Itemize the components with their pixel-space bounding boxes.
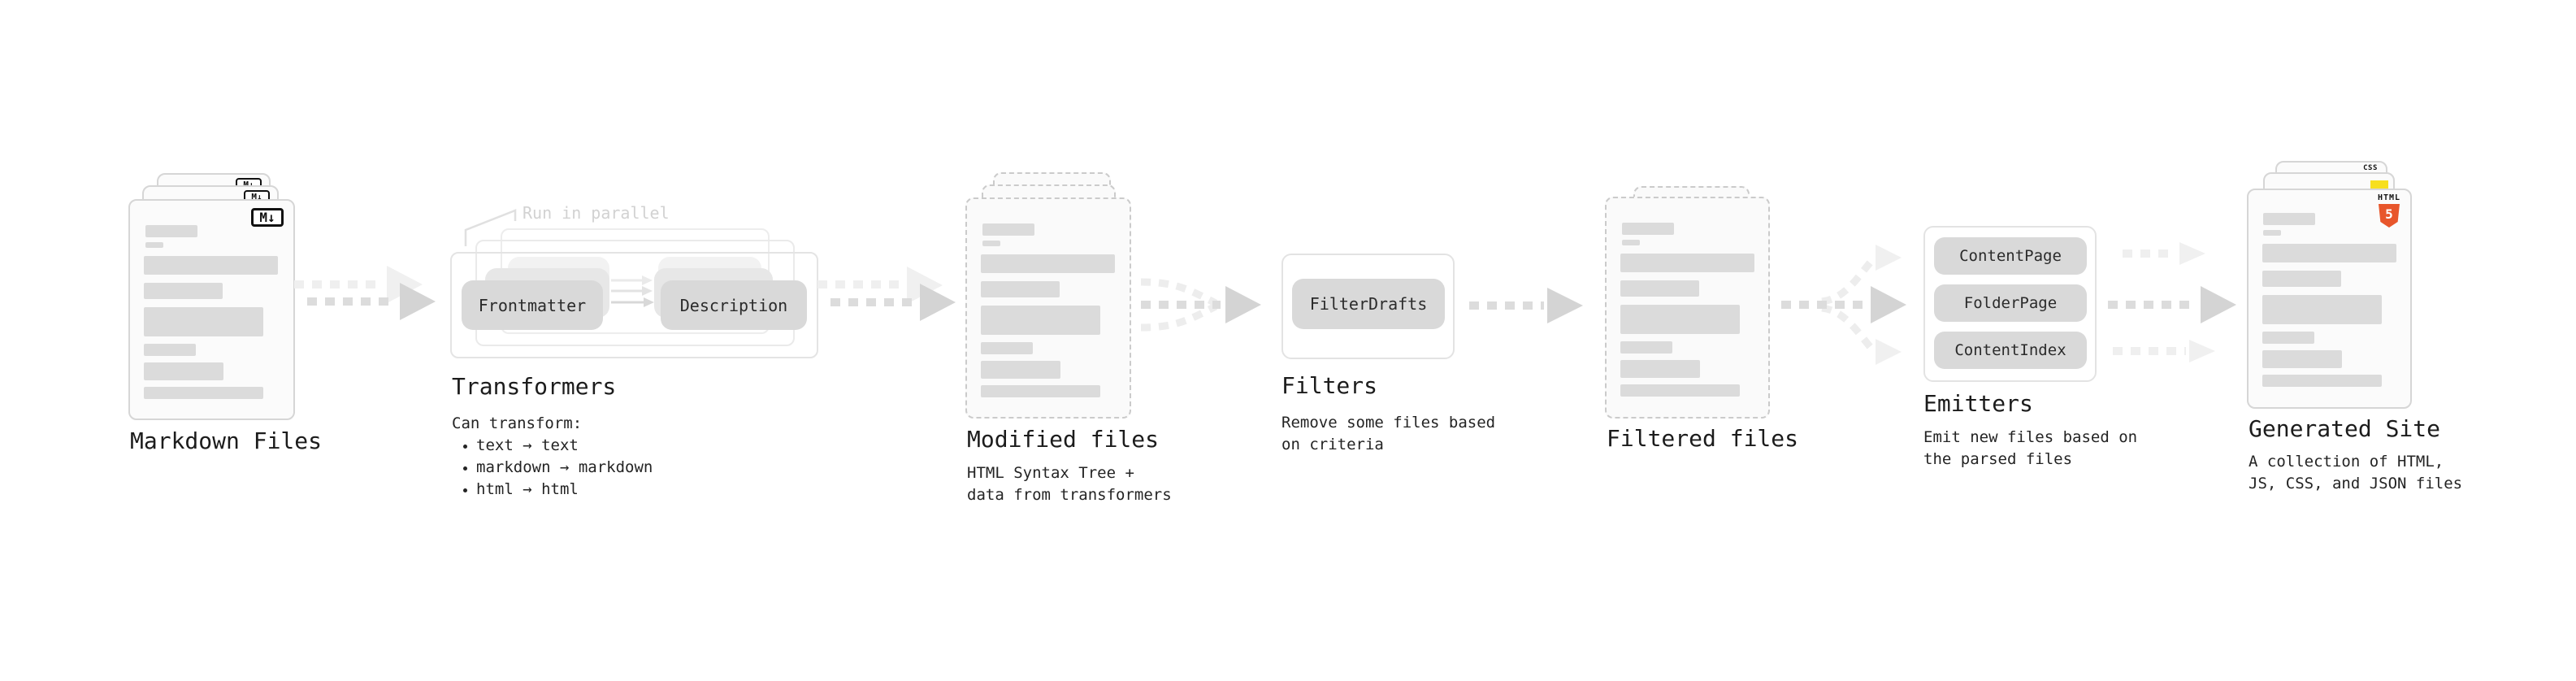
stage-title-modified-files: Modified files	[967, 426, 1160, 453]
arrow-emitters-to-generated	[2108, 242, 2236, 362]
placeholder-text-bar	[1622, 223, 1674, 235]
markdown-icon: M↓	[251, 208, 284, 227]
placeholder-text-bar	[981, 385, 1100, 397]
stage-title-filters: Filters	[1281, 372, 1378, 399]
placeholder-text-bar	[2262, 271, 2341, 287]
placeholder-text-bar	[1622, 240, 1640, 245]
placeholder-text-bar	[144, 362, 223, 380]
placeholder-text-bar	[145, 242, 163, 248]
placeholder-text-bar	[145, 225, 197, 237]
placeholder-text-bar	[2262, 350, 2342, 368]
placeholder-text-bar	[981, 342, 1033, 354]
arrow-markdown-to-transformers	[294, 266, 436, 320]
placeholder-text-bar	[981, 306, 1100, 335]
placeholder-text-bar	[981, 254, 1115, 273]
modified-file-card-front	[965, 197, 1131, 419]
placeholder-text-bar	[982, 223, 1034, 236]
stage-title-filtered-files: Filtered files	[1607, 425, 1799, 452]
placeholder-text-bar	[2263, 213, 2315, 225]
placeholder-text-bar	[144, 256, 278, 275]
arrow-filters-to-filtered	[1469, 288, 1583, 323]
stage-title-emitters: Emitters	[1923, 390, 2033, 417]
filter-pill-filterdrafts: FilterDrafts	[1292, 279, 1445, 329]
placeholder-text-bar	[2262, 295, 2382, 324]
placeholder-text-bar	[1620, 305, 1740, 334]
transformer-frame-front	[450, 252, 818, 358]
placeholder-text-bar	[144, 307, 263, 336]
transformer-pill-description: Description	[661, 280, 807, 330]
placeholder-text-bar	[1620, 280, 1699, 297]
placeholder-text-bar	[1620, 384, 1740, 397]
generated-file-card-html: HTML 5	[2247, 189, 2412, 409]
emitter-pill-contentpage: ContentPage	[1934, 237, 2087, 275]
placeholder-text-bar	[144, 283, 223, 299]
arrow-filtered-to-emitters	[1781, 245, 1906, 365]
generated-site-subtitle: A collection of HTML, JS, CSS, and JSON …	[2249, 453, 2463, 492]
placeholder-text-bar	[1620, 360, 1700, 378]
arrow-transformers-to-modified	[817, 267, 956, 321]
transformer-pill-frontmatter: Frontmatter	[462, 280, 603, 330]
placeholder-text-bar	[2262, 375, 2382, 387]
bullet-item: text → text	[476, 435, 653, 457]
placeholder-text-bar	[1620, 254, 1754, 272]
bullet-item: html → html	[476, 479, 653, 501]
stage-title-markdown-files: Markdown Files	[130, 427, 323, 454]
placeholder-text-bar	[981, 361, 1060, 379]
emitter-pill-folderpage: FolderPage	[1934, 284, 2087, 322]
run-in-parallel-annotation: Run in parallel	[523, 203, 670, 223]
placeholder-text-bar	[144, 387, 263, 399]
stage-title-generated-site: Generated Site	[2249, 415, 2441, 442]
placeholder-text-bar	[2263, 230, 2281, 236]
html5-icon: HTML 5	[2376, 194, 2402, 228]
placeholder-text-bar	[144, 344, 196, 356]
stage-title-transformers: Transformers	[452, 373, 617, 400]
placeholder-text-bar	[1620, 341, 1672, 354]
placeholder-text-bar	[2262, 244, 2396, 262]
filters-subtitle: Remove some files based on criteria	[1281, 414, 1496, 453]
emitters-subtitle: Emit new files based on the parsed files	[1923, 428, 2138, 468]
transformers-bullet-list: text → text markdown → markdown html → h…	[452, 435, 653, 501]
emitter-pill-contentindex: ContentIndex	[1934, 332, 2087, 369]
bullet-item: markdown → markdown	[476, 457, 653, 479]
arrow-modified-to-filters	[1140, 278, 1261, 332]
markdown-file-card-front: M↓	[128, 199, 295, 420]
filtered-file-card-front	[1605, 197, 1770, 419]
placeholder-text-bar	[981, 281, 1060, 297]
placeholder-text-bar	[2262, 332, 2314, 344]
transformers-subtitle: Can transform:	[452, 414, 583, 432]
placeholder-text-bar	[982, 241, 1000, 246]
modified-files-subtitle: HTML Syntax Tree + data from transformer…	[967, 464, 1172, 504]
